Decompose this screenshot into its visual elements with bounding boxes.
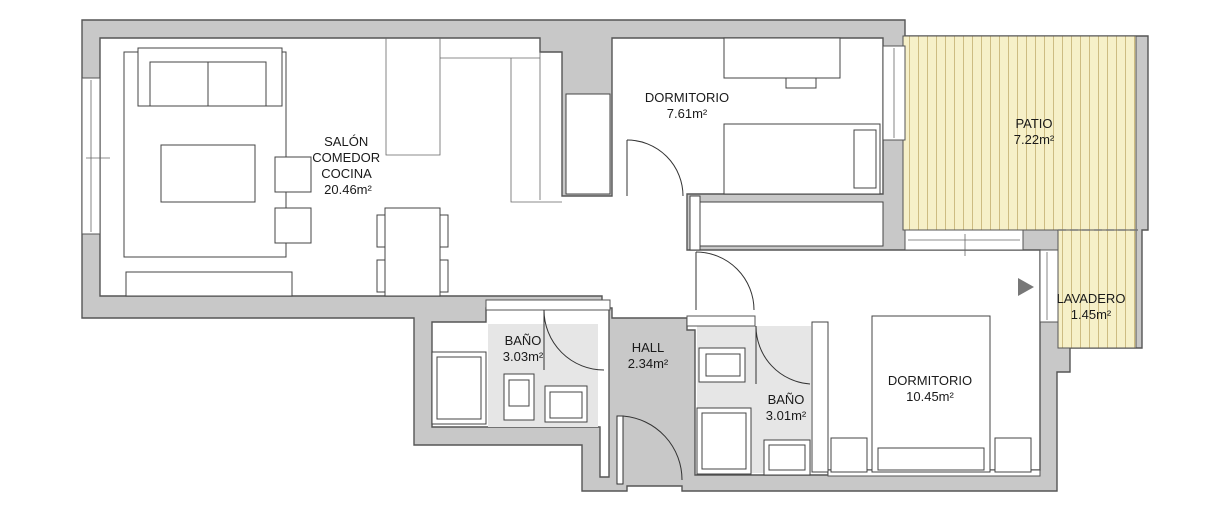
dormitorio2-name: DORMITORIO [888, 373, 972, 388]
door-bath1 [543, 309, 605, 371]
salon-area: 20.46m² [324, 182, 372, 197]
salon-name-line-3: COCINA [321, 166, 372, 181]
door-dorm2 [695, 251, 755, 311]
window-bath2 [686, 315, 756, 327]
bano2-area: 3.01m² [766, 408, 807, 423]
window-bath1 [485, 299, 611, 311]
patio-floor [902, 35, 1137, 231]
patio-name: PATIO [1015, 116, 1052, 131]
dining-table [384, 207, 441, 297]
tv-unit [125, 271, 293, 297]
dorm1-desk [723, 37, 841, 79]
lavadero-name: LAVADERO [1057, 291, 1126, 306]
armchair-2 [274, 207, 312, 244]
door-entrance [616, 415, 683, 485]
dorm2-nightstand-left [830, 437, 868, 473]
dormitorio1-area: 7.61m² [667, 106, 708, 121]
salon-name-line-1: SALÓN [324, 134, 368, 149]
armchair-1 [274, 156, 312, 193]
lavadero-floor [1057, 229, 1137, 349]
lavadero-area: 1.45m² [1071, 307, 1112, 322]
hall-name: HALL [632, 340, 665, 355]
coffee-table [160, 144, 256, 203]
bano1-name: BAÑO [505, 333, 542, 348]
dormitorio1-name: DORMITORIO [645, 90, 729, 105]
patio-area: 7.22m² [1014, 132, 1055, 147]
hall-area: 2.34m² [628, 356, 669, 371]
corridor-wardrobe [694, 201, 884, 247]
dorm2-nightstand-right [994, 437, 1032, 473]
door-dorm1 [626, 139, 684, 197]
salon-name-line-2: COMEDOR [312, 150, 380, 165]
entry-marker [1018, 278, 1034, 296]
bano1-area: 3.03m² [503, 349, 544, 364]
dorm2-bed [871, 315, 991, 473]
kitchen-counter [385, 38, 441, 156]
salon-label: SALÓN COMEDOR COCINA 20.46m² [312, 134, 384, 197]
bano2-name: BAÑO [768, 392, 805, 407]
dormitorio2-area: 10.45m² [906, 389, 954, 404]
door-bath2 [755, 325, 811, 385]
lavadero-wall-stub [1039, 249, 1059, 323]
